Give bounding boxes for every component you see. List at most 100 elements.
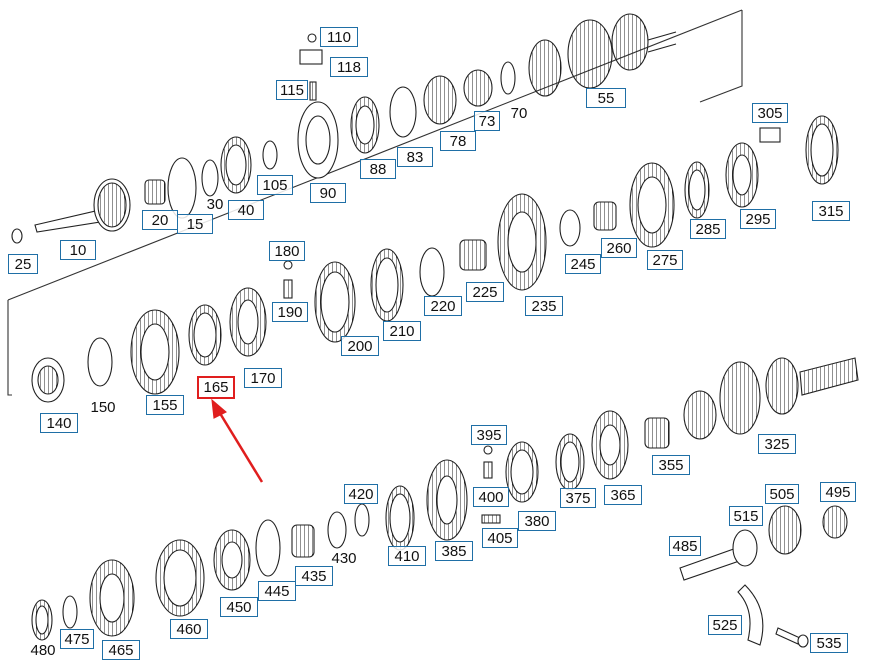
callout-285[interactable]: 285: [690, 219, 726, 239]
callout-410[interactable]: 410: [388, 546, 426, 566]
needle-bearing-20: [144, 179, 166, 205]
ring-220: [419, 247, 445, 297]
ring-420: [354, 503, 370, 537]
callout-83[interactable]: 83: [397, 147, 433, 167]
callout-465[interactable]: 465: [102, 640, 140, 660]
panel-outline: [7, 300, 12, 396]
callout-110[interactable]: 110: [320, 27, 358, 47]
callout-235[interactable]: 235: [525, 296, 563, 316]
plate-445: [255, 519, 281, 577]
spring-400: [483, 461, 493, 479]
callout-180[interactable]: 180: [269, 241, 305, 261]
callout-90[interactable]: 90: [310, 183, 346, 203]
washer-15: [167, 157, 197, 219]
callout-260[interactable]: 260: [601, 238, 637, 258]
snap-ring-25: [11, 228, 23, 244]
ring-70: [500, 61, 516, 95]
callout-25[interactable]: 25: [8, 254, 38, 274]
callout-78[interactable]: 78: [440, 131, 476, 151]
callout-305[interactable]: 305: [752, 103, 788, 123]
ball-180: [283, 260, 293, 270]
gear-505: [768, 505, 802, 555]
callout-325[interactable]: 325: [758, 434, 796, 454]
callout-165[interactable]: 165: [197, 376, 235, 399]
callout-150: 150: [90, 399, 116, 416]
bearing-355: [644, 417, 670, 449]
callout-40[interactable]: 40: [228, 200, 264, 220]
callout-480: 480: [30, 642, 56, 659]
callout-315[interactable]: 315: [812, 201, 850, 221]
callout-295[interactable]: 295: [740, 209, 776, 229]
bearing-225: [459, 239, 487, 271]
gear-90: [297, 101, 339, 179]
washer-245: [559, 209, 581, 247]
bearing-78: [423, 75, 457, 125]
callout-190[interactable]: 190: [272, 302, 308, 322]
callout-505[interactable]: 505: [765, 484, 799, 504]
bolt-535: [775, 627, 801, 645]
ball-110: [307, 33, 317, 43]
callout-73[interactable]: 73: [474, 111, 500, 131]
callout-10[interactable]: 10: [60, 240, 96, 260]
callout-55[interactable]: 55: [586, 88, 626, 108]
highlight-arrow: [216, 409, 264, 483]
bearing-435: [291, 524, 315, 558]
callout-30: 30: [206, 196, 224, 213]
callout-118[interactable]: 118: [330, 57, 368, 77]
ring-30: [201, 159, 219, 197]
callout-88[interactable]: 88: [360, 159, 396, 179]
ball-395: [483, 445, 493, 455]
input-shaft: [34, 178, 131, 233]
ring-105: [262, 140, 278, 170]
callout-365[interactable]: 365: [604, 485, 642, 505]
callout-275[interactable]: 275: [647, 250, 683, 270]
callout-375[interactable]: 375: [560, 488, 596, 508]
ring-430: [327, 511, 347, 549]
callout-385[interactable]: 385: [435, 541, 473, 561]
key-405: [481, 514, 501, 524]
callout-155[interactable]: 155: [146, 395, 184, 415]
bearing-73: [463, 69, 493, 107]
bearing-260: [593, 201, 617, 231]
callout-525[interactable]: 525: [708, 615, 742, 635]
block-118: [299, 49, 323, 65]
cone-83: [389, 86, 417, 138]
callout-115[interactable]: 115: [276, 80, 308, 100]
callout-485[interactable]: 485: [669, 536, 701, 556]
callout-515[interactable]: 515: [729, 506, 763, 526]
callout-245[interactable]: 245: [565, 254, 601, 274]
callout-20[interactable]: 20: [142, 210, 178, 230]
callout-380[interactable]: 380: [518, 511, 556, 531]
callout-70: 70: [510, 105, 528, 122]
callout-535[interactable]: 535: [810, 633, 848, 653]
callout-200[interactable]: 200: [341, 336, 379, 356]
callout-105[interactable]: 105: [257, 175, 293, 195]
bearing-495: [822, 505, 848, 539]
callout-450[interactable]: 450: [220, 597, 258, 617]
callout-435[interactable]: 435: [295, 566, 333, 586]
callout-355[interactable]: 355: [652, 455, 690, 475]
callout-395[interactable]: 395: [471, 425, 507, 445]
main-shaft-55: [528, 13, 677, 97]
callout-495[interactable]: 495: [820, 482, 856, 502]
callout-405[interactable]: 405: [482, 528, 518, 548]
spring-190: [283, 279, 293, 299]
fork-525: [737, 584, 764, 646]
callout-170[interactable]: 170: [244, 368, 282, 388]
spring-115: [309, 81, 317, 101]
callout-400[interactable]: 400: [473, 487, 509, 507]
panel-right-edge: [699, 10, 743, 103]
callout-420[interactable]: 420: [344, 484, 378, 504]
countershaft-325: [683, 357, 859, 440]
bracket-305: [759, 127, 781, 143]
callout-475[interactable]: 475: [60, 629, 94, 649]
callout-15[interactable]: 15: [177, 214, 213, 234]
callout-220[interactable]: 220: [424, 296, 462, 316]
callout-445[interactable]: 445: [258, 581, 296, 601]
callout-460[interactable]: 460: [170, 619, 208, 639]
callout-210[interactable]: 210: [383, 321, 421, 341]
callout-140[interactable]: 140: [40, 413, 78, 433]
callout-225[interactable]: 225: [466, 282, 504, 302]
